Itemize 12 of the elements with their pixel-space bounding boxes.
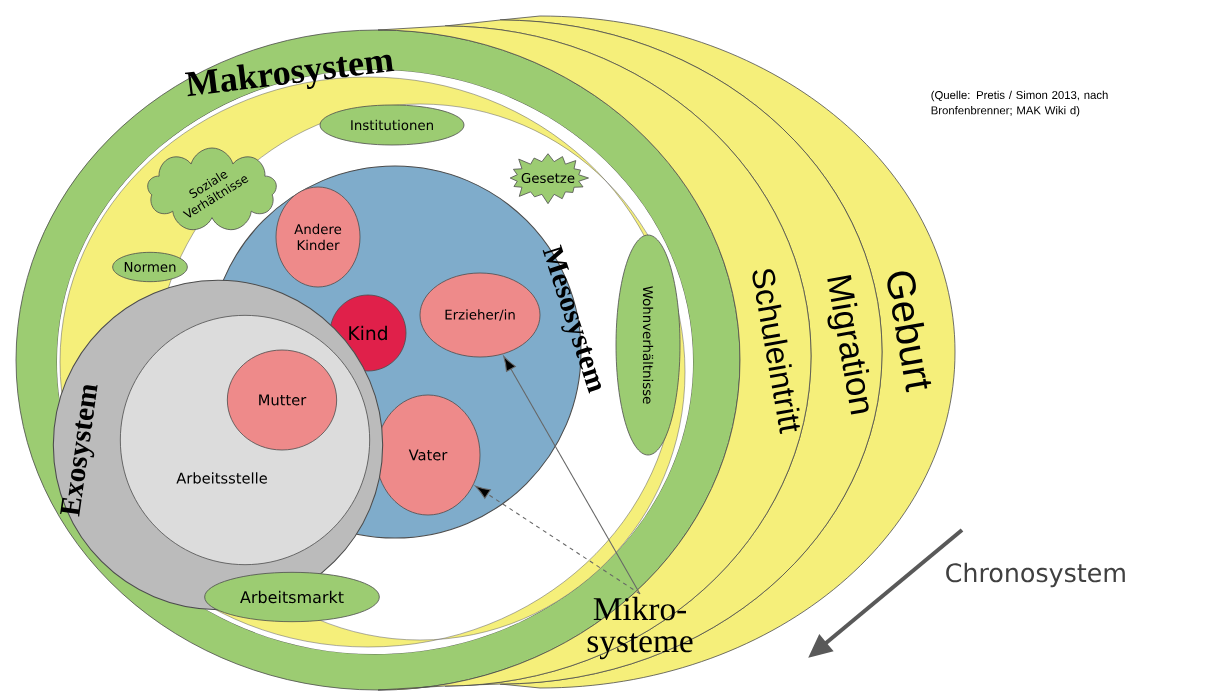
arrow	[503, 355, 641, 595]
person-bubble: Vater	[375, 394, 481, 516]
arrow	[475, 485, 641, 595]
starburst-label: Gesetze	[509, 153, 589, 205]
ellipse-label: Institutionen	[319, 104, 465, 146]
ellipse-label: Normen	[112, 251, 188, 283]
ellipse-label: Arbeitsmarkt	[204, 571, 380, 623]
person-bubble: Erzieher/in	[419, 272, 541, 358]
person-bubble: Mutter	[226, 349, 338, 451]
node-label: Schuleintritt	[752, 269, 800, 435]
ellipse-label: Wohnverhältnisse	[615, 234, 681, 456]
person-bubble: Andere Kinder	[275, 186, 361, 288]
